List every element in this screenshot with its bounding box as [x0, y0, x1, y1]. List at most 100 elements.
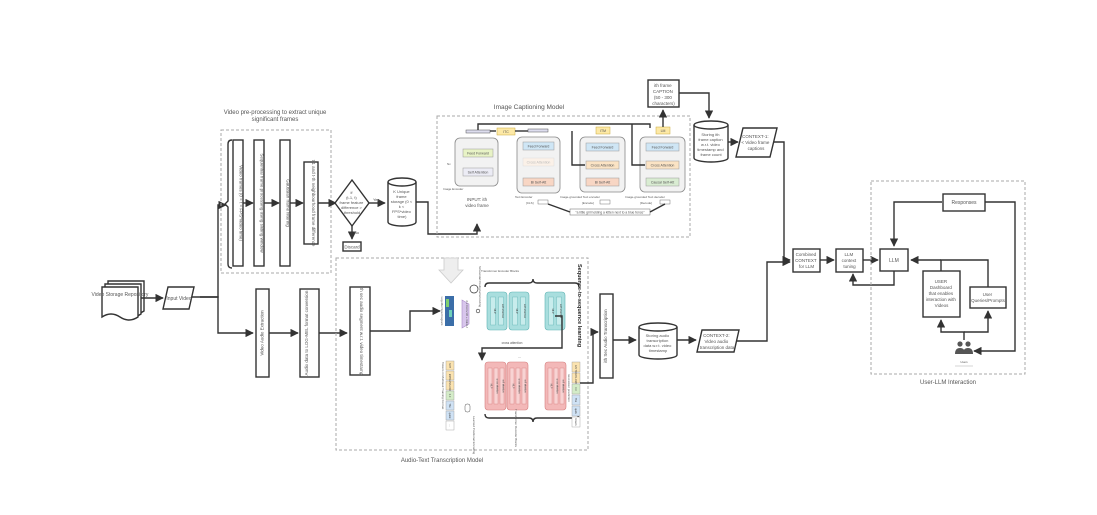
svg-text:quick: quick [448, 413, 451, 420]
svg-text:next-token prediction: next-token prediction [567, 374, 571, 402]
svg-text:ITC: ITC [503, 130, 509, 134]
encoder-block-part: self attention [501, 304, 504, 319]
svg-text:Nx: Nx [447, 162, 451, 166]
preprocessing-step: Video frames (0 < t < FPS*video time) [232, 139, 244, 267]
context-2: CONTEXT-2: Video audio transcription dat… [696, 329, 740, 353]
svg-text:Bi Self-Att: Bi Self-Att [531, 181, 547, 185]
interaction-group [870, 180, 1026, 375]
encoder-block: MLP self attention [544, 291, 566, 331]
decoder-block-part: self attention [502, 379, 505, 393]
svg-text:EN: EN [574, 365, 577, 369]
svg-text:USER Dashboard tha: USER Dashboard that enables interaction … [926, 279, 957, 308]
input-token: 0.0 [445, 390, 455, 401]
svg-text:Image-grounded Text decoder: Image-grounded Text decoder [625, 195, 665, 199]
discard-box: Discard [342, 241, 362, 252]
encoder-block-part: self attention [523, 304, 526, 319]
no-label: No [354, 230, 360, 235]
decoder-block-part: self attention [524, 379, 527, 393]
decoder-block-part: cross attention [556, 379, 559, 395]
svg-text:...: ... [518, 354, 521, 359]
svg-text:Text Encoder: Text Encoder [515, 195, 533, 199]
caption-storage: Storing ith frame caption w.r.t. video t… [693, 120, 729, 163]
transcription-title: Audio-Text Transcription Model [401, 458, 483, 464]
svg-text:LLM: LLM [889, 258, 899, 264]
svg-text:0.0: 0.0 [574, 387, 577, 391]
encoder-block-part: self attention [559, 304, 562, 319]
frame-caption-output: ith frame CAPTION (50 - 300 characters) [647, 79, 680, 108]
log-mel-spectrogram: Log-Mel Spectrogram [440, 296, 454, 326]
encoder-blocks-label: Transformer Encoder Blocks [481, 269, 519, 273]
svg-text:ith frame CAPTION: ith frame CAPTION (50 - 300 characters) [652, 83, 675, 106]
image-grounded-text-decoder: Feed Forward Cross Attention Causal Self… [625, 136, 686, 205]
output-token: 0.0 [571, 383, 581, 395]
positional-encoding-icon [469, 284, 479, 294]
svg-text:Bi Self-Att: Bi Self-Att [595, 181, 611, 185]
svg-text:if (t-1, t) frame: if (t-1, t) frame feature difference > t… [340, 190, 365, 215]
input-token: The [445, 400, 455, 411]
decoder-block-part: self attention [562, 379, 565, 393]
encoder-block-part: MLP [493, 308, 496, 313]
svg-text:Sequential frame processing us: Sequential frame processing using slidin… [260, 153, 265, 253]
caption-example: "a little girl holding a kitten next to … [575, 211, 645, 215]
svg-text:Image-grounded Text encoder: Image-grounded Text encoder [560, 195, 600, 199]
svg-text:Image Encoder: Image Encoder [443, 187, 463, 191]
svg-text:Feed Forward: Feed Forward [528, 145, 550, 149]
svg-text:User Queries/Prompts: User Queries/Prompts [971, 292, 1006, 303]
decoder-block-part: MLP [490, 384, 492, 389]
svg-text:The: The [448, 403, 451, 408]
preprocessing-step: t-1 and t-th neighbourhood frame differe… [303, 160, 319, 247]
svg-text:Audio data to LOG-MEL format c: Audio data to LOG-MEL format conversion [304, 290, 309, 375]
decoder-block-part: MLP [550, 384, 552, 389]
svg-text:t-1 and t-th neighbourhood fra: t-1 and t-th neighbourhood frame differe… [311, 160, 316, 247]
svg-text:Discard: Discard [344, 245, 360, 250]
encoder-blocks: MLP self attention MLP self attention MLP sel… [486, 291, 566, 331]
output-token: quick [571, 405, 581, 417]
output-token: The [571, 394, 581, 406]
encoder-block-part: MLP [515, 308, 518, 313]
svg-text:Cross Attention: Cross Attention [591, 164, 615, 168]
output-token: EN [571, 361, 581, 373]
input-tokens: SOTENTRANS-CRIBE0.0Thequick... [445, 360, 455, 431]
encoder-block-part: MLP [551, 308, 554, 313]
interaction-title: User-LLM Interaction [920, 380, 976, 386]
svg-text:Sinusoidal Positional Encoding: Sinusoidal Positional Encoding [478, 266, 482, 307]
svg-text:quick: quick [574, 408, 577, 415]
svg-text:Feed Forward: Feed Forward [592, 146, 614, 150]
svg-text:TRANS-CRIBE: TRANS-CRIBE [448, 377, 451, 394]
audio-transcription-storage: Storing audio transcription data w.r.t. … [638, 322, 678, 360]
input-token: SOT [445, 360, 455, 371]
llm-box: LLM [879, 248, 909, 272]
svg-text:CONTEXT-2: Video audio: CONTEXT-2: Video audio transcription dat… [700, 333, 735, 350]
video-audio-extraction: Video Audio Extraction [255, 288, 270, 378]
input-video: Input Video [162, 286, 195, 310]
svg-text:ITM: ITM [600, 129, 606, 133]
svg-text:EN: EN [448, 374, 451, 378]
preprocessing-step: Sequential frame processing using slidin… [253, 139, 265, 267]
svg-text:Storing ith frame captio: Storing ith frame caption w.r.t. video t… [697, 132, 724, 157]
svg-text:Transformer Decoder Blocks: Transformer Decoder Blocks [514, 409, 518, 448]
itm-head [595, 126, 611, 135]
svg-text:2 x Conv1D + GELU: 2 x Conv1D + GELU [465, 300, 469, 327]
svg-text:Log-Mel Spectrogram: Log-Mel Spectrogram [440, 297, 444, 326]
svg-text:Self Attention: Self Attention [468, 171, 489, 175]
input-arrow-icon [438, 257, 464, 284]
svg-text:Gaussian frame filtering: Gaussian frame filtering [286, 179, 291, 227]
svg-text:ith sec audio segment w.r.t. v: ith sec audio segment w.r.t. video times… [359, 287, 364, 376]
input-token: EN [445, 370, 455, 381]
preprocessing-subtitle: significant frames [252, 117, 299, 123]
captioning-input-label: INPUT: ith [467, 197, 488, 202]
storage-label: Video Storage Repository [92, 292, 149, 298]
context-1: CONTEXT-1: < Video frame captions [735, 127, 778, 158]
svg-text:Video frames (0 < t < FPS*vide: Video frames (0 < t < FPS*video time) [239, 165, 244, 241]
output-token: TRANS-CRIBE [571, 370, 581, 387]
user-dashboard: USER Dashboard that enables interaction … [922, 270, 961, 318]
captioning-title: Image Captioning Model [494, 104, 565, 111]
svg-text:LLM context tuning: LLM context tuning [842, 252, 858, 269]
svg-text:SOT: SOT [448, 363, 451, 369]
decoder-block-part: cross attention [518, 379, 521, 395]
llm-context-tuning: LLM context tuning [835, 248, 864, 273]
